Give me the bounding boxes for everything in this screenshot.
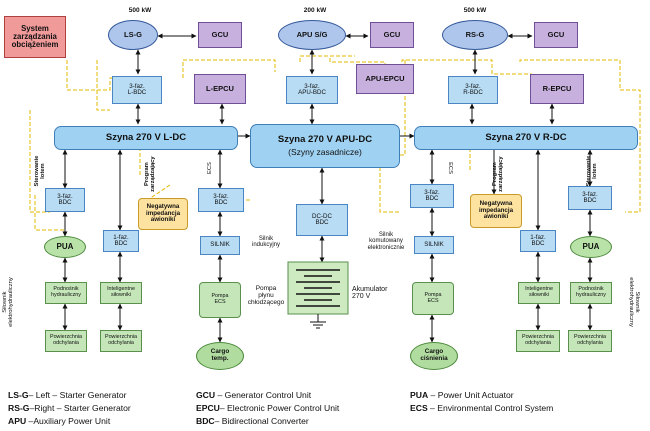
lsg-power-label: 500 kW xyxy=(128,7,152,14)
left-coolant-pump-label: Pompa płynu chłodzącego xyxy=(247,285,285,306)
legend-ecs: ECS – Environmental Control System xyxy=(410,403,554,413)
right-pua[interactable]: PUA xyxy=(570,236,612,258)
legend-pua: PUA – Power Unit Actuator xyxy=(410,390,514,400)
left-bdc-3phase-b[interactable]: 3-faz. BDC xyxy=(198,188,244,212)
right-smart-actuators[interactable]: Inteligentne siłowniki xyxy=(518,282,560,304)
left-yaw-surface-b[interactable]: Powierzchnia odchylania xyxy=(100,330,142,352)
right-bdc-3phase-b[interactable]: 3-faz. BDC xyxy=(568,186,612,210)
rsg-generator[interactable]: RS-G xyxy=(442,20,508,50)
right-cargo-pressure[interactable]: Cargo ciśnienia xyxy=(410,342,458,370)
bus-left-dc[interactable]: Szyna 270 V L-DC xyxy=(54,126,238,150)
right-ecs-pump[interactable]: Pompa ECS xyxy=(412,282,454,315)
lsg-generator[interactable]: LS-G xyxy=(108,20,158,50)
right-yaw-surface-a[interactable]: Powierzchnia odchylania xyxy=(516,330,560,352)
left-yaw-surface-a[interactable]: Powierzchnia odchylania xyxy=(45,330,87,352)
left-motor-label: Silnik indukcyjny xyxy=(251,236,280,249)
left-smart-actuators[interactable]: Inteligentne siłowniki xyxy=(100,282,142,304)
left-actuator-label: Siłownik elektrohydrauliczny xyxy=(1,277,14,327)
left-motor[interactable]: SILNIK xyxy=(200,236,240,255)
legend-apu: APU –Auxiliary Power Unit xyxy=(8,416,111,426)
right-management-program-label: Program zarządzający xyxy=(491,156,504,192)
legend-bdc: BDC– Bidirectional Converter xyxy=(196,416,309,426)
center-motor-label: Silnik komutowany elektronicznie xyxy=(367,232,405,251)
load-management-system[interactable]: System zarządzania obciążeniem xyxy=(4,16,66,58)
apu-bdc-3phase[interactable]: 3-faz. APU-BDC xyxy=(286,76,338,104)
battery-label: Akumulator 270 V xyxy=(352,286,388,301)
right-ecs-label: ECS xyxy=(447,162,454,174)
right-bdc-1phase[interactable]: 1-faz. BDC xyxy=(520,230,556,252)
left-bdc-1phase[interactable]: 1-faz. BDC xyxy=(103,230,139,252)
gcu-apu[interactable]: GCU xyxy=(370,22,414,48)
bus-apu-subtitle: (Szyny zasadnicze) xyxy=(288,147,362,158)
apu-epcu[interactable]: APU-EPCU xyxy=(356,64,414,94)
legend-lsg: LS-G– Left – Starter Generator xyxy=(8,390,127,400)
apu-power-label: 200 kW xyxy=(303,7,327,14)
left-ecs-label: ECS xyxy=(206,162,213,175)
gcu-right[interactable]: GCU xyxy=(534,22,578,48)
left-hydraulic-lift[interactable]: Podnośnik hydrauliczny xyxy=(45,282,87,304)
right-hydraulic-lift[interactable]: Podnośnik hydrauliczny xyxy=(570,282,612,304)
apu-generator[interactable]: APU S/G xyxy=(278,20,346,50)
bus-apu-title: Szyna 270 V APU-DC xyxy=(277,134,373,146)
left-management-program-label: Program zarządzający xyxy=(143,156,156,192)
left-negative-impedance[interactable]: Negatywna impedancja awioniki xyxy=(138,198,188,230)
left-cargo-temp[interactable]: Cargo temp. xyxy=(196,342,244,370)
l-epcu[interactable]: L-EPCU xyxy=(194,74,246,104)
right-negative-impedance[interactable]: Negatywna impedancja awioniki xyxy=(470,194,522,228)
battery-symbol xyxy=(287,261,349,329)
legend-epcu: EPCU– Electronic Power Control Unit xyxy=(196,403,340,413)
l-bdc-3phase[interactable]: 3-faz. L-BDC xyxy=(112,76,162,104)
bus-apu-dc[interactable]: Szyna 270 V APU-DC (Szyny zasadnicze) xyxy=(250,124,400,168)
power-connections xyxy=(62,33,593,343)
r-epcu[interactable]: R-EPCU xyxy=(530,74,584,104)
dcdc-bdc[interactable]: DC-DC BDC xyxy=(296,204,348,236)
right-yaw-surface-b[interactable]: Powierzchnia odchylania xyxy=(568,330,612,352)
gcu-left[interactable]: GCU xyxy=(198,22,242,48)
left-bdc-3phase-a[interactable]: 3-faz. BDC xyxy=(45,188,85,212)
right-actuator-label: Siłownik elektrohydrauliczny xyxy=(628,277,641,327)
left-ecs-pump[interactable]: Pompa ECS xyxy=(199,282,241,318)
legend-gcu: GCU – Generator Control Unit xyxy=(196,390,312,400)
right-bdc-3phase-a[interactable]: 3-faz. BDC xyxy=(410,184,454,208)
right-motor[interactable]: SILNIK xyxy=(414,236,454,254)
bus-right-dc[interactable]: Szyna 270 V R-DC xyxy=(414,126,638,150)
rsg-power-label: 500 kW xyxy=(463,7,487,14)
left-pua[interactable]: PUA xyxy=(44,236,86,258)
r-bdc-3phase[interactable]: 3-faz. R-BDC xyxy=(448,76,498,104)
ground-icon xyxy=(310,314,326,329)
left-flight-control-label: Sterowanie lotem xyxy=(33,155,46,187)
legend-rsg: RS-G–Right – Starter Generator xyxy=(8,403,131,413)
